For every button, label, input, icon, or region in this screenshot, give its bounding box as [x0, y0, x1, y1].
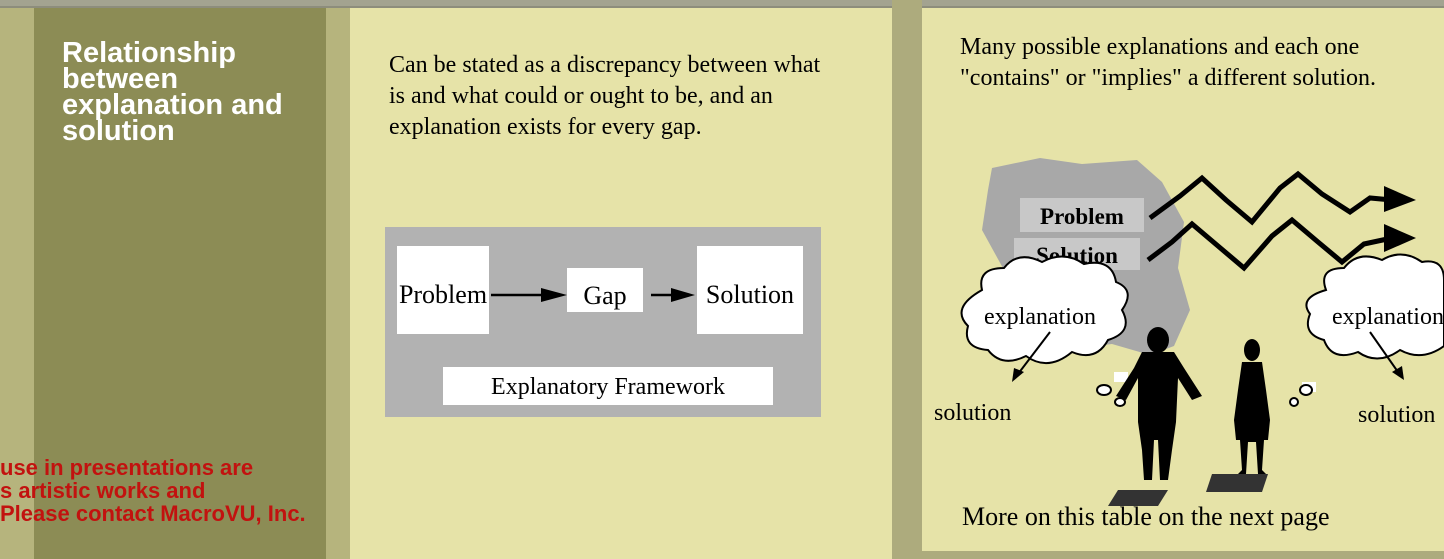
right-description: Many possible explanations and each one … [960, 34, 1377, 91]
row-heading: Relationship between explanation and sol… [62, 37, 283, 147]
right-explanation-text: explanation [1332, 304, 1444, 330]
left-explanation-text: explanation [984, 304, 1096, 330]
copyright-watermark: use in presentations are s artistic work… [0, 456, 520, 525]
left-margin-column [0, 8, 34, 559]
framework-problem-box: Problem [397, 246, 489, 334]
right-thought-cloud [1305, 253, 1444, 360]
man-silhouette-icon [1116, 327, 1202, 480]
wavy-arrow-icon [1148, 170, 1393, 226]
framework-solution-box: Solution [697, 246, 803, 334]
framework-caption: Explanatory Framework [443, 367, 773, 405]
problem-label: Problem [1040, 204, 1124, 229]
wavy-arrow-icon [1146, 216, 1393, 272]
watermark-line-2: s artistic works and [0, 478, 206, 503]
problem-label-bg [1020, 198, 1144, 232]
next-page-note: More on this table on the next page [962, 502, 1330, 531]
column-separator [326, 8, 350, 559]
framework-gap-box: Gap [567, 268, 643, 312]
woman-shadow [1206, 474, 1268, 492]
explanatory-framework-diagram: Problem Gap Solution Explanatory Framewo… [385, 227, 821, 417]
arrow-head-icon [1384, 224, 1416, 252]
left-thought-cloud [960, 255, 1129, 364]
man-shadow [1108, 490, 1168, 506]
watermark-line-3: Please contact MacroVU, Inc. [0, 501, 306, 526]
left-solution-text: solution [934, 400, 1011, 426]
arrow-head-icon [1384, 186, 1416, 212]
arrow-icon [491, 288, 567, 302]
right-solution-text: solution [1358, 402, 1435, 428]
explanation-solution-illustration: Problem Solution explanation solution ex… [934, 158, 1444, 506]
middle-description: Can be stated as a discrepancy between w… [389, 52, 821, 140]
watermark-line-1: use in presentations are [0, 455, 254, 480]
left-cloud-shadow [1114, 372, 1128, 382]
top-divider [0, 0, 1444, 8]
woman-silhouette-icon [1234, 339, 1270, 474]
arrow-icon [651, 288, 695, 302]
heading-column [34, 8, 326, 559]
column-separator-right [892, 0, 922, 559]
bottom-divider [922, 551, 1444, 559]
